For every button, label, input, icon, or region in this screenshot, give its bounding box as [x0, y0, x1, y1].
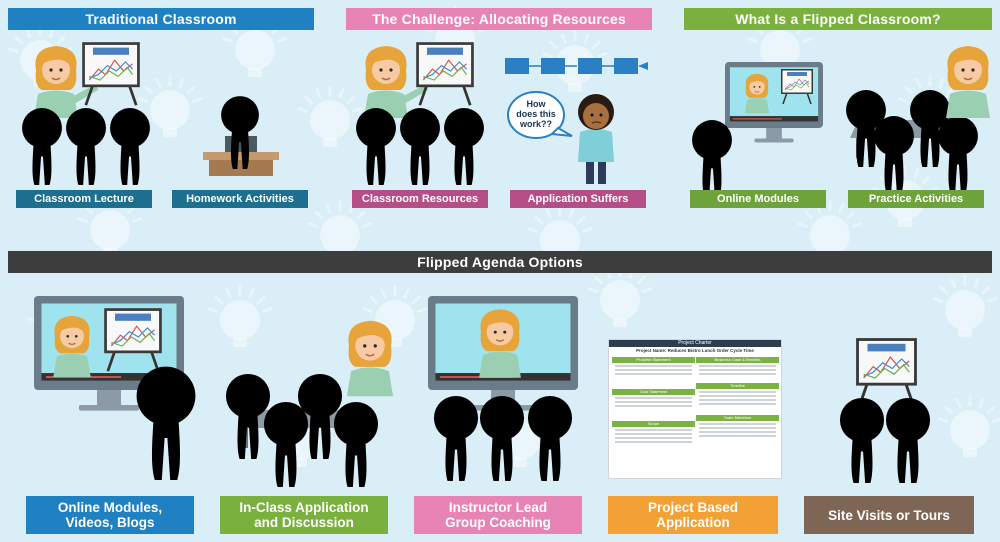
- student-silhouette: [527, 395, 573, 481]
- student-silhouette: [839, 397, 885, 483]
- header-flipped-classroom: What Is a Flipped Classroom?: [684, 8, 992, 30]
- student-silhouette: [356, 108, 396, 185]
- student-silhouette: [479, 395, 525, 481]
- option-project-based: Project Based Application: [608, 496, 778, 534]
- doc-section-team: Team Members: [696, 415, 779, 421]
- doc-section-goal: Goal Statement: [612, 389, 695, 395]
- lightbulb-watermark-icon: [747, 15, 813, 77]
- easel-chart-icon: [856, 338, 917, 406]
- label-homework-activities: Homework Activities: [172, 190, 308, 208]
- project-charter-document: Project Charter Project Name: Reduces Bi…: [608, 339, 782, 479]
- header-traditional-classroom: Traditional Classroom: [8, 8, 314, 30]
- label-online-modules: Online Modules: [690, 190, 826, 208]
- doc-section-problem: Problem Statement: [612, 357, 695, 363]
- student-silhouette: [885, 397, 931, 483]
- doc-subtitle: Project Name: Reduces Bistro Lunch Order…: [636, 348, 754, 353]
- student-silhouette: [400, 108, 440, 185]
- student-silhouette: [938, 116, 978, 193]
- label-classroom-resources: Classroom Resources: [352, 190, 488, 208]
- lightbulb-watermark-icon: [307, 200, 373, 262]
- label-application-suffers: Application Suffers: [510, 190, 646, 208]
- student-silhouette: [433, 395, 479, 481]
- doc-title: Project Charter: [609, 340, 781, 347]
- student-silhouette: [22, 108, 62, 185]
- speech-bubble-text: How does this work??: [516, 99, 556, 129]
- instructor-figure: [53, 315, 91, 378]
- label-classroom-lecture: Classroom Lecture: [16, 190, 152, 208]
- student-silhouette: [221, 96, 259, 169]
- student-silhouette: [263, 401, 309, 487]
- student-silhouette: [692, 120, 732, 197]
- doc-right-column: Business Case & Benefits Timeline Team M…: [696, 357, 779, 439]
- process-flow-diagram: [505, 58, 648, 74]
- header-challenge: The Challenge: Allocating Resources: [346, 8, 652, 30]
- lightbulb-watermark-icon: [932, 275, 998, 337]
- speech-bubble-icon: [507, 91, 573, 139]
- option-site-visits: Site Visits or Tours: [804, 496, 974, 534]
- student-silhouette: [874, 116, 914, 193]
- doc-left-column: Problem Statement Goal Statement Scope: [612, 357, 695, 445]
- label-practice-activities: Practice Activities: [848, 190, 984, 208]
- student-silhouette: [444, 108, 484, 185]
- lightbulb-watermark-icon: [297, 85, 363, 147]
- student-silhouette: [297, 373, 343, 459]
- easel-chart-icon: [781, 69, 813, 105]
- option-online-modules: Online Modules, Videos, Blogs: [26, 496, 194, 534]
- option-in-class-application: In-Class Application and Discussion: [220, 496, 388, 534]
- lightbulb-watermark-icon: [937, 395, 1000, 457]
- lightbulb-watermark-icon: [137, 75, 203, 137]
- easel-chart-icon: [416, 42, 474, 106]
- option-instructor-coaching: Instructor Lead Group Coaching: [414, 496, 582, 534]
- doc-section-scope: Scope: [612, 421, 695, 427]
- instructor-figure: [479, 309, 521, 378]
- instructor-figure: [946, 46, 990, 118]
- lightbulb-watermark-icon: [587, 265, 653, 327]
- student-silhouette: [333, 401, 379, 487]
- easel-chart-icon: [82, 42, 140, 106]
- instructor-figure: [346, 320, 394, 397]
- student-silhouette: [225, 373, 271, 459]
- student-silhouette: [136, 366, 196, 480]
- easel-chart-icon: [104, 308, 162, 372]
- doc-section-business: Business Case & Benefits: [696, 357, 779, 363]
- student-silhouette: [66, 108, 106, 185]
- lightbulb-watermark-icon: [542, 30, 608, 92]
- lightbulb-watermark-icon: [207, 285, 273, 347]
- student-silhouette: [110, 108, 150, 185]
- header-flipped-agenda: Flipped Agenda Options: [8, 251, 992, 273]
- confused-person-figure: [578, 94, 614, 184]
- student-silhouette: [910, 90, 950, 167]
- doc-section-timeline: Timeline: [696, 383, 779, 389]
- instructor-figure: [744, 73, 770, 114]
- student-silhouette: [846, 90, 886, 167]
